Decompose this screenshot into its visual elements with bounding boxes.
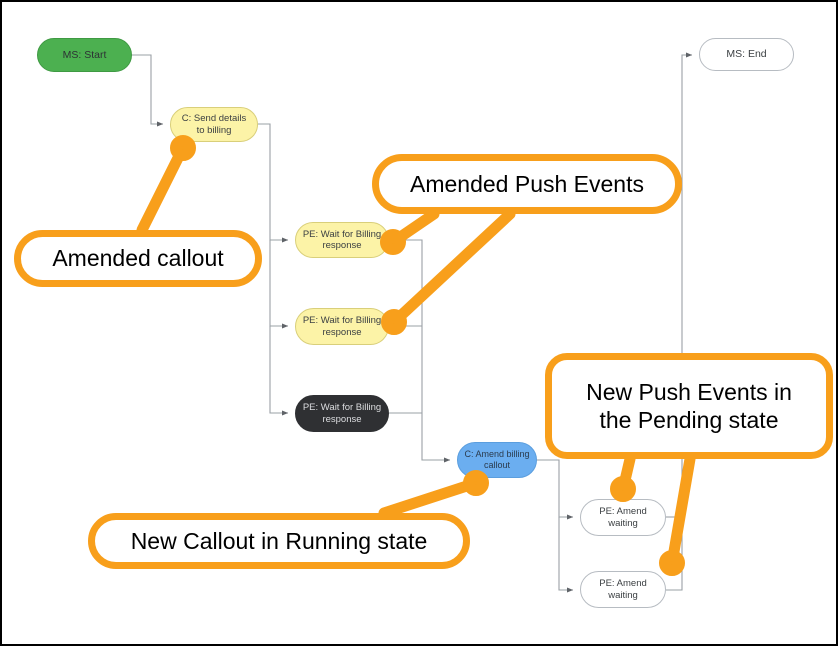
annotation-text: Amended callout (52, 245, 224, 272)
edge-pe5-to-end (666, 52, 693, 591)
node-label: MS: Start (62, 48, 107, 61)
leader-dot-new-push-events-pe4 (610, 476, 636, 502)
leader-dot-amended-callout (170, 135, 196, 161)
edge-send-details-to-pe3 (269, 326, 289, 416)
leader-amended-callout (136, 142, 189, 236)
edge-amend-callout-to-pe4 (537, 459, 574, 520)
leader-amended-push-events-pe2 (388, 208, 516, 328)
leader-dot-new-callout-running (463, 470, 489, 496)
annotation-callout: Amended callout (14, 230, 262, 287)
annotation-callout: New Callout in Running state (88, 513, 470, 569)
node-end[interactable]: MS: End (699, 38, 794, 71)
node-label: MS: End (726, 48, 767, 61)
node-start[interactable]: MS: Start (37, 38, 132, 72)
annotation-text: New Callout in Running state (130, 527, 428, 554)
leader-new-push-events-pe5 (666, 453, 696, 569)
leader-dot-amended-push-events-pe2 (381, 309, 407, 335)
edge-start-to-send-details (132, 54, 164, 127)
annotation-text: Amended Push Events (410, 170, 644, 197)
leader-dot-amended-push-events-pe1 (380, 229, 406, 255)
leader-dot-new-push-events-pe5 (659, 550, 685, 576)
edge-send-details-to-pe1 (258, 123, 289, 243)
annotation-callout: Amended Push Events (372, 154, 682, 214)
leader-new-callout-running (378, 477, 482, 519)
edge-amend-callout-to-pe5 (558, 517, 574, 593)
